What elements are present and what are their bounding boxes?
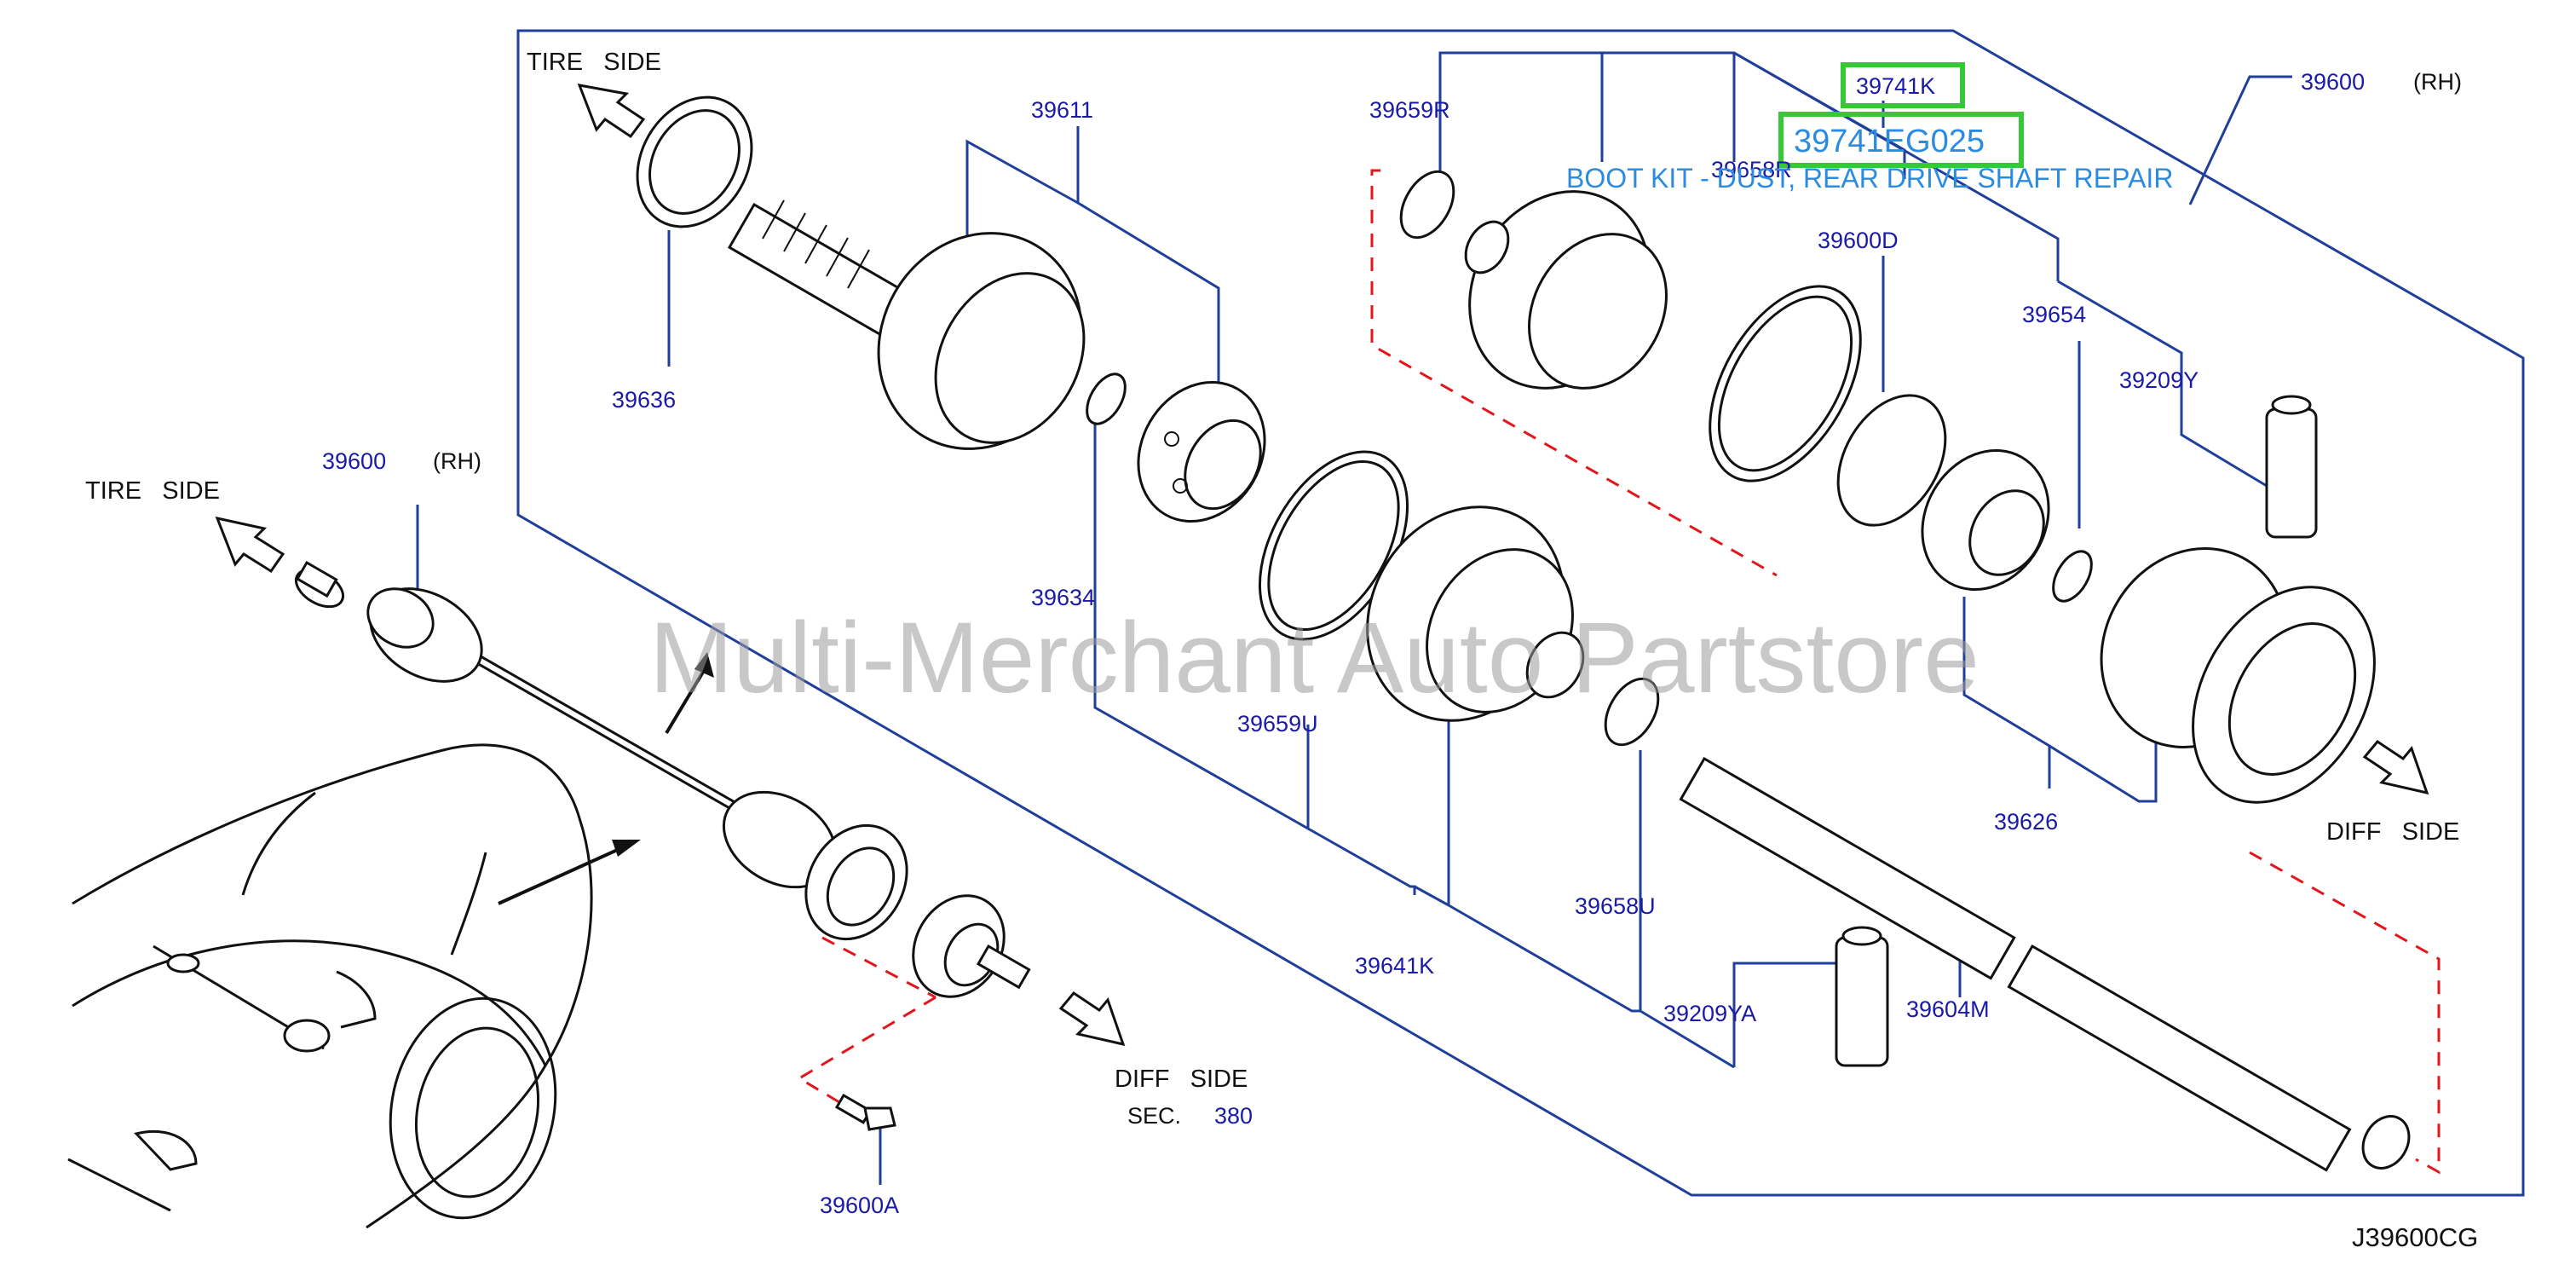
tire-side-arrow-left: [215, 516, 285, 574]
dashed-guides: [797, 169, 2441, 1175]
exploded-view-frame: [516, 29, 2525, 1197]
diff-side-arrow-bottom: [1058, 991, 1126, 1047]
vehicle-silhouette: [67, 743, 593, 1229]
part-label-39611[interactable]: 39611: [1031, 97, 1093, 123]
sec-label: SEC.: [1127, 1103, 1181, 1129]
part-label-39600D[interactable]: 39600D: [1818, 228, 1899, 253]
part-label-39600-left[interactable]: 39600: [322, 448, 386, 474]
part-label-39658R[interactable]: 39658R: [1711, 157, 1792, 182]
up-arrow: [665, 652, 714, 735]
tire-side-arrow-top: [577, 84, 646, 139]
exploded-parts: [636, 95, 2411, 1172]
part-label-39659R[interactable]: 39659R: [1369, 97, 1450, 123]
part-label-39604M[interactable]: 39604M: [1906, 996, 1990, 1022]
highlight-part-number[interactable]: 39741EG025: [1794, 124, 1985, 159]
highlight-box-39741EG025: [1778, 112, 2024, 168]
assembled-drive-shaft: [295, 560, 1031, 1131]
part-label-39658U[interactable]: 39658U: [1575, 893, 1656, 919]
part-label-39654[interactable]: 39654: [2022, 302, 2086, 327]
part-label-39209YA[interactable]: 39209YA: [1663, 1001, 1756, 1026]
sec-number-link[interactable]: 380: [1214, 1103, 1253, 1129]
part-label-39636[interactable]: 39636: [612, 387, 676, 413]
tire-side-label-top: TIRE SIDE: [527, 49, 661, 76]
part-label-39600-top[interactable]: 39600: [2301, 69, 2365, 95]
pointer-arrow: [498, 840, 641, 905]
highlight-box-39741K: [1841, 62, 1965, 108]
part-label-39634[interactable]: 39634: [1031, 585, 1095, 610]
rh-label-top: (RH): [2413, 69, 2462, 95]
rh-label-left: (RH): [433, 448, 481, 474]
part-label-39659U[interactable]: 39659U: [1237, 711, 1318, 736]
diff-side-arrow-right: [2362, 740, 2429, 795]
tire-side-label-left: TIRE SIDE: [85, 477, 220, 505]
part-label-39600A[interactable]: 39600A: [820, 1193, 899, 1218]
direction-arrows: [215, 84, 2429, 1047]
part-label-39626[interactable]: 39626: [1994, 809, 2058, 835]
callout-lines: [416, 51, 2292, 1185]
drawing-code: J39600CG: [2352, 1222, 2478, 1252]
part-label-39741K[interactable]: 39741K: [1856, 73, 1935, 99]
diff-side-label-bottom: DIFF SIDE: [1115, 1066, 1248, 1093]
part-label-39641K[interactable]: 39641K: [1355, 953, 1434, 979]
diff-side-label-right: DIFF SIDE: [2326, 818, 2459, 846]
part-label-39209Y[interactable]: 39209Y: [2119, 367, 2199, 393]
highlight-description: BOOT KIT - DUST, REAR DRIVE SHAFT REPAIR: [1566, 163, 2173, 194]
watermark: Multi-Merchant Auto Partstore: [649, 602, 1980, 714]
